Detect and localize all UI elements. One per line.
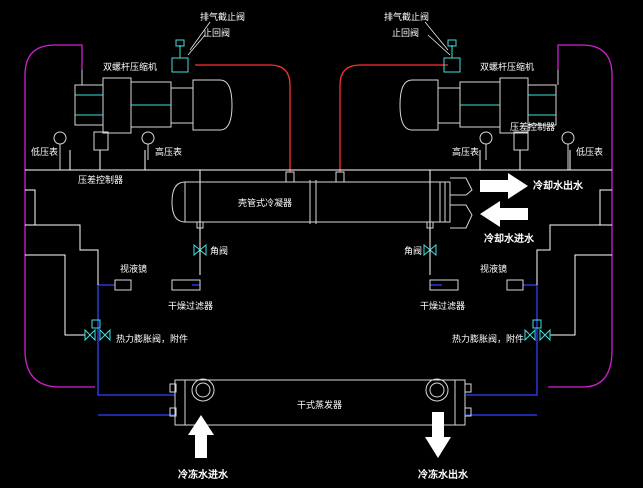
diff-switch-left-icon [93, 131, 109, 151]
label-discharge-valve-right: 排气截止阀 [384, 11, 429, 23]
label-compressor-left: 双螺杆压缩机 [103, 61, 157, 73]
angle-valve-left-icon [193, 243, 207, 257]
compressor-left [74, 70, 233, 134]
angle-valves [193, 243, 437, 275]
cooling-water-arrows [480, 173, 528, 227]
label-chilled-water-in: 冷冻水进水 [178, 468, 229, 481]
label-check-valve-right: 止回阀 [392, 27, 419, 39]
gauges [53, 131, 575, 170]
label-low-gauge-left: 低压表 [31, 146, 58, 158]
label-cooling-water-out: 冷却水出水 [533, 179, 584, 192]
label-high-gauge-left: 高压表 [155, 146, 182, 158]
label-high-gauge-right: 高压表 [452, 146, 479, 158]
leader-lines [187, 21, 451, 56]
label-angle-valve-left: 角阀 [210, 245, 228, 257]
suction-piping [24, 44, 613, 388]
evaporator-head-right [425, 378, 449, 402]
label-expansion-valve-left: 热力膨胀阀，附件 [116, 333, 188, 345]
label-filter-dryer-left: 干燥过滤器 [168, 300, 213, 312]
label-diff-switch-right: 压差控制器 [510, 121, 555, 133]
label-sight-glass-right: 视液镜 [480, 263, 507, 275]
valve-cluster-right [443, 39, 461, 73]
label-check-valve-left: 止回阀 [203, 27, 230, 39]
liquid-piping [97, 284, 538, 416]
label-diff-switch-left: 压差控制器 [78, 174, 123, 186]
filter-dryers [171, 279, 459, 291]
chilled-water-out-arrow-icon [425, 412, 451, 458]
label-compressor-right: 双螺杆压缩机 [480, 61, 534, 73]
labels: 排气截止阀 止回阀 双螺杆压缩机 排气截止阀 止回阀 双螺杆压缩机 低压表 高压… [31, 11, 603, 481]
cooling-water-out-arrow-icon [480, 173, 528, 199]
label-discharge-valve-left: 排气截止阀 [200, 11, 245, 23]
valve-cluster-left [171, 39, 189, 73]
evaporator [169, 378, 472, 426]
label-condenser: 壳管式冷凝器 [238, 197, 292, 209]
expansion-valves [84, 319, 551, 342]
cooling-water-in-arrow-icon [480, 201, 528, 227]
high-gauge-right-icon [479, 131, 493, 145]
compressor-right [399, 70, 559, 134]
diff-switch-right-icon [513, 131, 529, 151]
evaporator-head-left [191, 378, 215, 402]
sight-glasses [114, 279, 524, 291]
label-angle-valve-right: 角阀 [404, 245, 422, 257]
label-sight-glass-left: 视液镜 [120, 263, 147, 275]
low-gauge-right-icon [561, 131, 575, 145]
low-gauge-left-icon [53, 131, 67, 145]
angle-valve-right-icon [423, 243, 437, 257]
label-cooling-water-in: 冷却水进水 [484, 232, 535, 245]
frame-lines [25, 150, 612, 336]
label-evaporator: 干式蒸发器 [297, 399, 342, 411]
chilled-water-arrows [188, 412, 451, 458]
discharge-piping [195, 64, 448, 172]
label-chilled-water-out: 冷冻水出水 [418, 468, 469, 481]
condenser [171, 171, 473, 229]
high-gauge-left-icon [141, 131, 155, 145]
label-expansion-valve-right: 热力膨胀阀，附件 [452, 333, 524, 345]
label-filter-dryer-right: 干燥过滤器 [420, 300, 465, 312]
label-low-gauge-right: 低压表 [576, 146, 603, 158]
chilled-water-in-arrow-icon [188, 415, 214, 458]
